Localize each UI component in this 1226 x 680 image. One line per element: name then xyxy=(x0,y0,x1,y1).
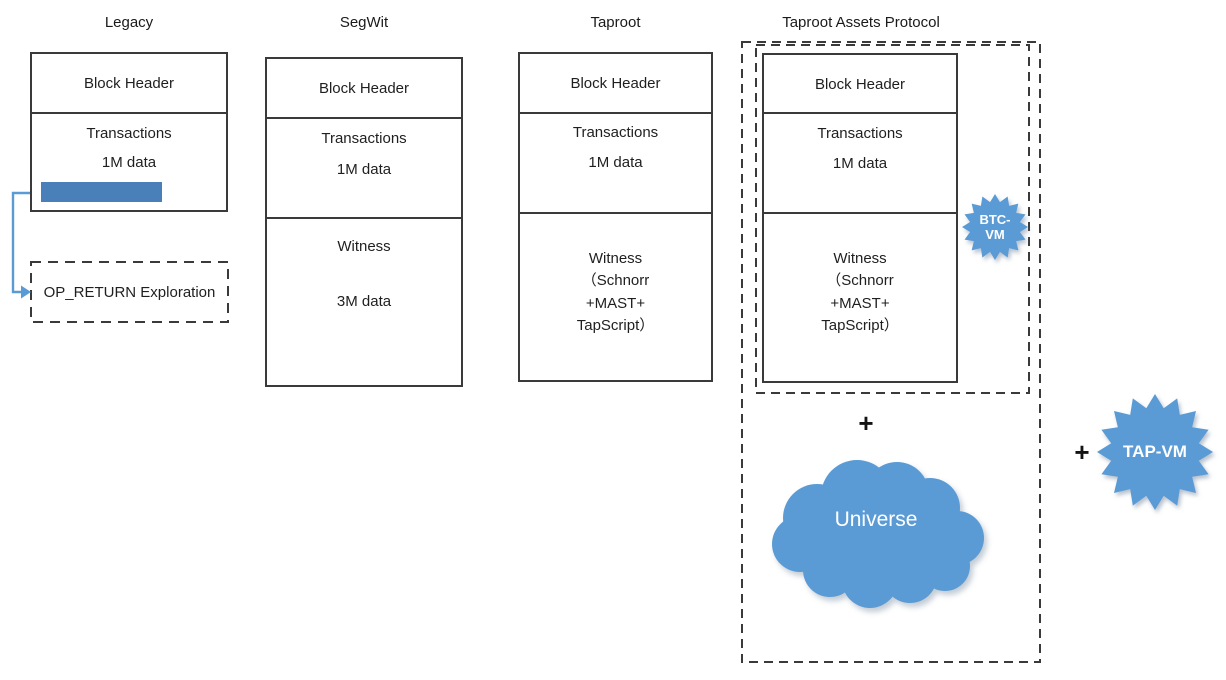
legacy-transactions-label: Transactions xyxy=(86,125,172,142)
op-return-data-bar xyxy=(41,182,162,202)
taproot-section-divider-1 xyxy=(520,112,711,114)
segwit-block: Block Header Transactions 1M data Witnes… xyxy=(265,57,463,387)
tap-protocol-outer-dashed-box xyxy=(741,41,1041,663)
op-return-box: OP_RETURN Exploration xyxy=(31,262,228,322)
tap-witness-line-2: （Schnorr xyxy=(826,272,894,290)
tap-witness-line-1: Witness xyxy=(833,250,887,267)
universe-cloud: Universe xyxy=(765,446,987,616)
btc-vm-label-line2: VM xyxy=(985,227,1005,242)
tap-witness-line-4: TapScript） xyxy=(821,317,899,335)
taproot-section-divider-2 xyxy=(520,212,711,214)
tap-witness-block: Witness （Schnorr +MAST+ TapScript） xyxy=(764,248,956,338)
tap-vm-label: TAP-VM xyxy=(1123,442,1187,461)
taproot-block: Block Header Transactions 1M data Witnes… xyxy=(518,52,713,382)
segwit-transactions-label: Transactions xyxy=(321,130,407,147)
cloud-icon xyxy=(772,460,984,608)
legacy-column-title: Legacy xyxy=(104,14,154,31)
taproot-block-header-label: Block Header xyxy=(570,75,661,92)
op-return-arrow-line xyxy=(11,191,41,294)
btc-vm-badge: BTC- VM xyxy=(962,194,1028,260)
taproot-witness-line-2: （Schnorr xyxy=(581,272,650,290)
taproot-witness-line-4: TapScript） xyxy=(576,317,655,335)
segwit-transactions-size-label: 1M data xyxy=(336,161,392,178)
plus-sign-right: + xyxy=(1074,437,1090,467)
tap-vm-badge: TAP-VM xyxy=(1097,394,1213,510)
legacy-block: Block Header Transactions 1M data xyxy=(30,52,228,212)
segwit-witness-label: Witness xyxy=(337,238,391,255)
tap-protocol-block: Block Header Transactions 1M data Witnes… xyxy=(762,53,958,383)
tap-block-header-label: Block Header xyxy=(814,76,906,93)
tap-transactions-size-label: 1M data xyxy=(832,155,888,172)
taproot-transactions-size-label: 1M data xyxy=(588,154,643,171)
taproot-column-title: Taproot xyxy=(590,14,641,31)
taproot-witness-line-1: Witness xyxy=(588,250,643,267)
tap-protocol-inner-dashed-box xyxy=(755,44,1030,394)
legacy-block-header-label: Block Header xyxy=(83,75,175,92)
btc-vm-starburst-icon: BTC- VM xyxy=(962,194,1028,260)
tap-transactions-label: Transactions xyxy=(817,125,903,142)
universe-label: Universe xyxy=(834,508,918,531)
tap-section-divider-2 xyxy=(764,212,956,214)
segwit-block-header-label: Block Header xyxy=(318,80,410,97)
taproot-witness-block: Witness （Schnorr +MAST+ TapScript） xyxy=(520,248,711,338)
tap-section-divider-1 xyxy=(764,112,956,114)
tap-protocol-column-title: Taproot Assets Protocol xyxy=(782,14,940,31)
segwit-column-title: SegWit xyxy=(339,14,389,31)
legacy-transactions-size-label: 1M data xyxy=(101,154,157,171)
legacy-section-divider xyxy=(32,112,226,114)
taproot-witness-line-3: +MAST+ xyxy=(585,294,646,312)
op-return-arrow-head-icon xyxy=(21,285,31,299)
btc-vm-label-line1: BTC- xyxy=(979,212,1011,227)
tap-witness-line-3: +MAST+ xyxy=(830,294,890,312)
op-return-label: OP_RETURN Exploration xyxy=(43,283,216,301)
tap-vm-starburst-icon: TAP-VM xyxy=(1097,394,1213,510)
segwit-witness-size-label: 3M data xyxy=(336,293,392,310)
segwit-section-divider-2 xyxy=(267,217,461,219)
segwit-section-divider-1 xyxy=(267,117,461,119)
plus-sign-tap: + xyxy=(858,408,874,438)
taproot-transactions-label: Transactions xyxy=(572,124,659,141)
